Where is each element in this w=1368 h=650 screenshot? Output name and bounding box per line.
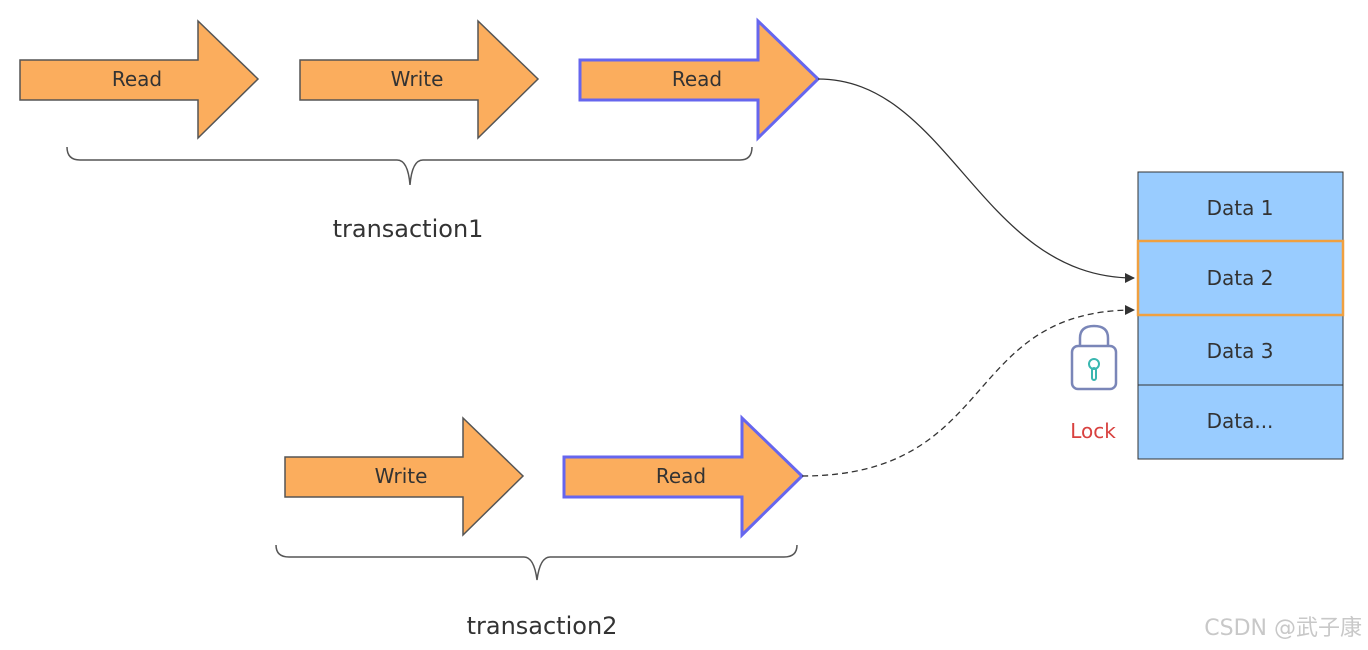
t1-op-2-label: Write [391,67,444,91]
data-cell-2-label: Data 2 [1207,266,1274,290]
t1-op-read-active-arrow: Read [578,17,821,142]
t1-op-1-label: Read [112,67,162,91]
t1-op-3-label: Read [672,67,722,91]
t2-op-2-label: Read [656,464,706,488]
t1-op-read-arrow: Read [19,19,260,140]
data-table: Data 1 Data 2 Data 3 Data... [1136,171,1345,460]
transaction2-group: Write Read transaction2 [275,414,805,640]
data-cell-1 [1137,171,1344,243]
transaction1-group: Read Write Read transaction1 [19,17,821,243]
t2-read-connector-dashed [801,305,1135,477]
t1-read-connector [817,78,1135,283]
lock-label: Lock [1070,419,1116,443]
watermark: CSDN @武子康 [1204,616,1362,641]
t2-label: transaction2 [467,612,618,640]
data-cell-3-label: Data 3 [1207,339,1274,363]
t2-op-write-arrow: Write [284,416,525,537]
t2-op-1-label: Write [375,464,428,488]
t1-op-write-arrow: Write [299,19,540,140]
data-cell-2-locked [1136,239,1345,317]
t1-brace [66,146,753,186]
data-cell-1-label: Data 1 [1207,196,1274,220]
data-cell-3 [1137,314,1344,386]
t2-op-read-active-arrow: Read [562,414,805,539]
t2-brace [275,544,798,581]
t1-label: transaction1 [333,215,484,243]
data-cell-more-label: Data... [1207,409,1274,433]
padlock-icon [1070,324,1118,391]
data-cell-more [1137,384,1344,460]
